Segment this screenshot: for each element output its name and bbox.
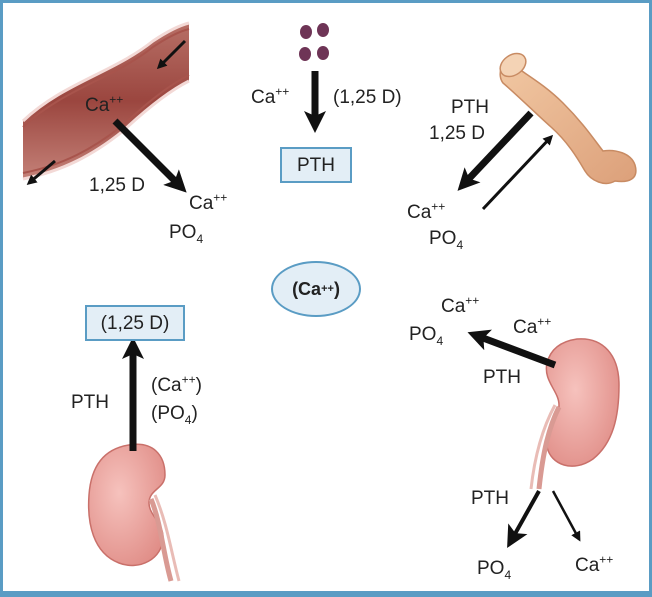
excreted-calcium-label: Ca++	[575, 552, 614, 576]
bone-calcium-label: Ca++	[407, 199, 446, 223]
vessel-calcium-label: Ca++	[85, 92, 124, 116]
absorbed-calcium-label: Ca++	[189, 190, 228, 214]
excreted-phosphate-label: PO4	[477, 558, 512, 582]
phosphate-excretion-arrow	[507, 490, 541, 548]
bone-phosphate-label: PO4	[429, 228, 464, 252]
plasma-calcium-oval: (Ca++)	[271, 261, 361, 317]
calcium-excretion-arrow	[551, 490, 581, 542]
kidney-pth-label: PTH	[71, 392, 109, 413]
intake-calcium-label: Ca++	[251, 84, 290, 108]
bone-deposition-arrow	[481, 134, 554, 211]
renal-pth-label: PTH	[483, 367, 521, 388]
diagram-artwork	[21, 21, 637, 582]
renal-calcium-label: Ca++	[513, 314, 552, 338]
intake-125d-label: (1,25 D)	[333, 87, 402, 108]
gut-absorption-arrow	[112, 118, 187, 193]
kidney-icon	[529, 338, 620, 490]
pth-box: PTH	[280, 147, 352, 183]
reabsorbed-phosphate-label: PO4	[409, 324, 444, 348]
bone-resorption-arrow	[457, 110, 534, 191]
bone-125d-label: 1,25 D	[429, 123, 485, 144]
kidney-calcium-inhibitor-label: (Ca++)	[151, 372, 202, 396]
blood-flow-out-arrow	[26, 159, 56, 185]
renal-reabsorption-arrow	[467, 329, 557, 369]
kidney-icon	[87, 443, 181, 582]
reabsorbed-calcium-label: Ca++	[441, 293, 480, 317]
vessel-125d-label: 1,25 D	[89, 175, 145, 196]
food-particles-icon	[299, 23, 329, 61]
absorbed-phosphate-label: PO4	[169, 222, 204, 246]
bone-icon	[499, 52, 637, 185]
125d-box: (1,25 D)	[85, 305, 185, 341]
excretion-pth-label: PTH	[471, 488, 509, 509]
kidney-phosphate-inhibitor-label: (PO4)	[151, 403, 198, 427]
blood-flow-in-arrow	[156, 39, 187, 70]
bone-pth-label: PTH	[451, 97, 489, 118]
